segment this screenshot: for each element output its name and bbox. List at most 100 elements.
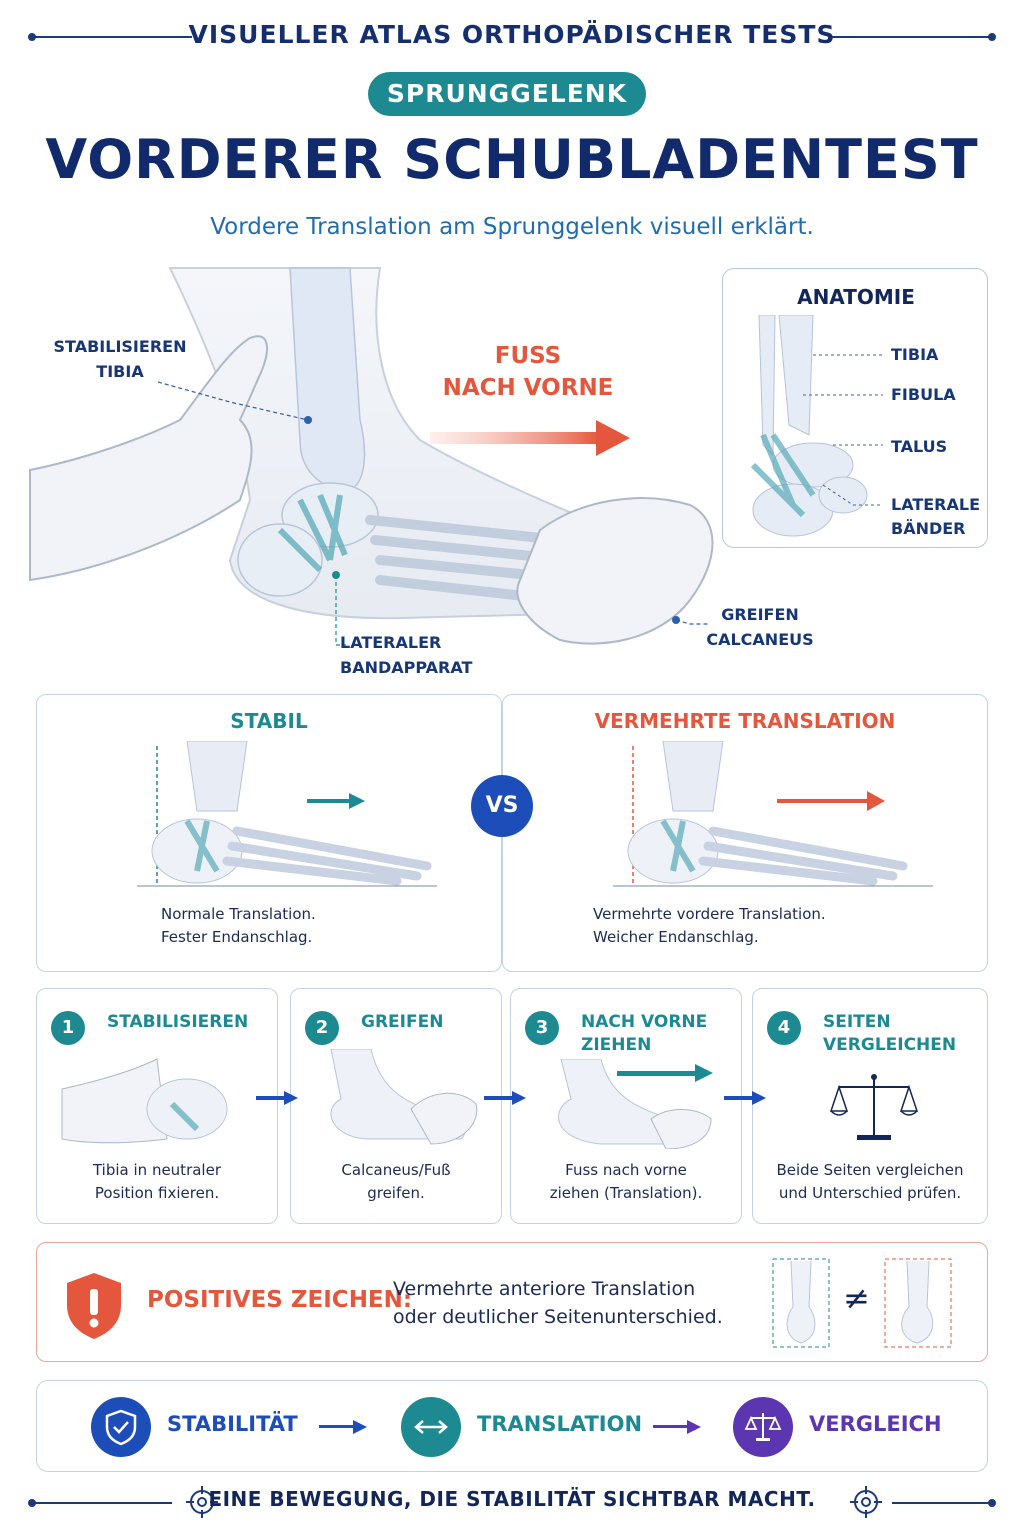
positive-sign-card: POSITIVES ZEICHEN: Vermehrte anteriore T… <box>36 1242 988 1362</box>
step-arrow-icon <box>484 1091 526 1105</box>
step-desc-line: und Unterschied prüfen. <box>778 1184 962 1202</box>
anatomy-diagram <box>750 315 883 537</box>
target-icon <box>850 1486 882 1518</box>
step-number: 2 <box>305 1011 339 1045</box>
scale-icon <box>733 1397 793 1457</box>
callout-line: TIBIA <box>96 362 144 381</box>
description-line: Weicher Endanschlag. <box>593 928 759 946</box>
target-icon <box>186 1486 218 1518</box>
positive-sign-label: POSITIVES ZEICHEN: <box>147 1287 413 1313</box>
step-title: NACH VORNE ZIEHEN <box>581 1011 707 1057</box>
stable-foot-diagram <box>137 741 437 887</box>
not-equal-sign: ≠ <box>843 1279 870 1317</box>
concept-label-translation: TRANSLATION <box>477 1412 643 1436</box>
step-card-4: 4 SEITEN VERGLEICHEN Beide Seiten vergle… <box>752 988 988 1224</box>
step-desc-line: Tibia in neutraler <box>92 1161 221 1179</box>
callout-line: GREIFEN <box>721 605 799 624</box>
ankle-illustration <box>29 267 714 646</box>
step-description: Beide Seiten vergleichen und Unterschied… <box>753 1159 987 1205</box>
footer-rule-left <box>28 1499 172 1507</box>
description-line: Fester Endanschlag. <box>161 928 313 946</box>
vs-badge: VS <box>471 775 533 837</box>
pull-forward-diagram <box>558 1059 713 1149</box>
label-tibia: TIBIA <box>891 345 939 364</box>
stable-description: Normale Translation. Fester Endanschlag. <box>161 903 316 949</box>
header-rule-right <box>832 33 996 41</box>
foot-unstable-icon <box>884 1258 952 1348</box>
step-desc-line: Fuss nach vorne <box>565 1161 687 1179</box>
step-title: STABILISIEREN <box>107 1011 248 1034</box>
concept-arrow-icon <box>319 1420 367 1434</box>
positive-sign-text: Vermehrte anteriore Translation oder deu… <box>393 1275 723 1331</box>
step-card-3: 3 NACH VORNE ZIEHEN Fuss nach vorne zieh… <box>510 988 742 1224</box>
page-subtitle: Vordere Translation am Sprunggelenk visu… <box>210 214 814 240</box>
concept-bar: STABILITÄT TRANSLATION VERGLEICH <box>36 1380 988 1472</box>
grip-calcaneus-callout: GREIFEN CALCANEUS <box>700 602 820 652</box>
unstable-title: VERMEHRTE TRANSLATION <box>594 709 896 733</box>
step-number: 3 <box>525 1011 559 1045</box>
motion-line: NACH VORNE <box>442 375 614 401</box>
step-title: GREIFEN <box>361 1011 443 1034</box>
unstable-foot-diagram <box>613 741 933 887</box>
header-rule-left <box>28 33 192 41</box>
forward-arrow-icon <box>430 420 630 456</box>
positive-line: oder deutlicher Seitenunterschied. <box>393 1306 723 1328</box>
step-card-2: 2 GREIFEN Calcaneus/Fuß greifen. <box>290 988 502 1224</box>
step-description: Tibia in neutraler Position fixieren. <box>37 1159 277 1205</box>
atlas-title: VISUELLER ATLAS ORTHOPÄDISCHER TESTS <box>188 20 836 49</box>
lateral-ligament-callout: LATERALER BANDAPPARAT <box>340 630 480 680</box>
callout-line: STABILISIEREN <box>53 337 187 356</box>
callout-line: BANDAPPARAT <box>340 658 473 677</box>
grip-diagram <box>330 1049 478 1145</box>
stable-card: STABIL Normale Translation. Fester Endan… <box>36 694 502 972</box>
shield-check-icon <box>91 1397 151 1457</box>
balance-scale-icon <box>829 1074 919 1140</box>
motion-line: FUSS <box>494 343 562 369</box>
step-title-line: GREIFEN <box>361 1012 444 1032</box>
step-description: Calcaneus/Fuß greifen. <box>291 1159 501 1205</box>
step-title-line: VERGLEICHEN <box>823 1035 957 1055</box>
region-badge: SPRUNGGELENK <box>368 72 646 116</box>
step-card-1: 1 STABILISIEREN Tibia in neutraler Posit… <box>36 988 278 1224</box>
step-desc-line: Calcaneus/Fuß <box>341 1161 451 1179</box>
step-title: SEITEN VERGLEICHEN <box>823 1011 956 1057</box>
foot-stable-icon <box>772 1258 830 1348</box>
concept-label-comparison: VERGLEICH <box>809 1412 942 1436</box>
label-ligaments: BÄNDER <box>891 519 966 538</box>
step-desc-line: Beide Seiten vergleichen <box>776 1161 964 1179</box>
step-description: Fuss nach vorne ziehen (Translation). <box>511 1159 741 1205</box>
step-arrow-icon <box>256 1091 298 1105</box>
unstable-card: VERMEHRTE TRANSLATION Vermehrte vordere … <box>502 694 988 972</box>
callout-line: LATERALER <box>340 633 442 652</box>
concept-arrow-icon <box>653 1420 701 1434</box>
label-talus: TALUS <box>891 437 948 456</box>
step-title-line: STABILISIEREN <box>107 1012 249 1032</box>
label-fibula: FIBULA <box>891 385 956 404</box>
label-lateral: LATERALE <box>891 495 981 514</box>
step-desc-line: greifen. <box>367 1184 425 1202</box>
callout-line: CALCANEUS <box>706 630 814 649</box>
step-desc-line: Position fixieren. <box>94 1184 220 1202</box>
footer-rule-right <box>892 1499 996 1507</box>
step-title-line: SEITEN <box>823 1012 891 1032</box>
step-title-line: ZIEHEN <box>581 1035 652 1055</box>
step-arrow-icon <box>724 1091 766 1105</box>
stabilize-tibia-callout: STABILISIEREN TIBIA <box>40 334 200 384</box>
step-title-line: NACH VORNE <box>581 1012 708 1032</box>
page-title: VORDERER SCHUBLADENTEST <box>45 128 979 191</box>
stabilize-diagram <box>61 1058 228 1144</box>
description-line: Vermehrte vordere Translation. <box>593 905 826 923</box>
footer-tagline: EINE BEWEGUNG, DIE STABILITÄT SICHTBAR M… <box>208 1487 816 1511</box>
anatomy-title: ANATOMIE <box>797 285 915 309</box>
concept-label-stability: STABILITÄT <box>167 1412 298 1436</box>
anatomy-card: ANATOMIE TIBIA FIBULA TALUS LATERALE BÄN… <box>722 268 988 548</box>
description-line: Normale Translation. <box>161 905 316 923</box>
stable-title: STABIL <box>230 709 308 733</box>
unstable-description: Vermehrte vordere Translation. Weicher E… <box>593 903 826 949</box>
foot-forward-label: FUSS NACH VORNE <box>428 340 628 404</box>
step-desc-line: ziehen (Translation). <box>549 1184 703 1202</box>
step-number: 4 <box>767 1011 801 1045</box>
double-arrow-icon <box>401 1397 461 1457</box>
positive-line: Vermehrte anteriore Translation <box>393 1278 696 1300</box>
warning-shield-icon <box>67 1273 121 1339</box>
